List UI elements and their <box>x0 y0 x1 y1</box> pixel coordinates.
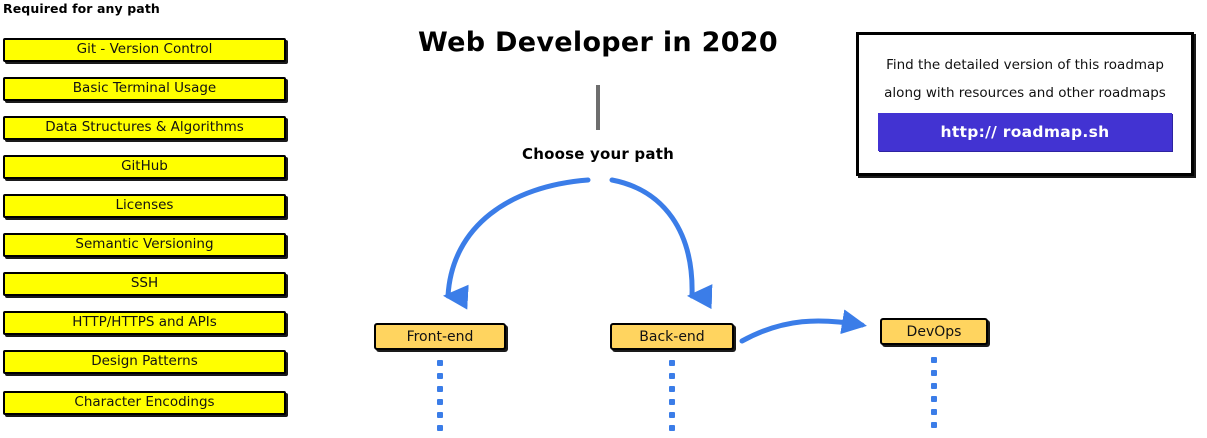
required-item-http-https-and-apis[interactable]: HTTP/HTTPS and APIs <box>3 311 286 335</box>
required-item-character-encodings[interactable]: Character Encodings <box>3 391 286 415</box>
arrow-to-front-end <box>443 177 591 310</box>
roadmap-sh-link-button[interactable]: http:// roadmap.sh <box>878 113 1172 151</box>
required-item-label: Semantic Versioning <box>75 236 214 253</box>
required-item-data-structures-algorithms[interactable]: Data Structures & Algorithms <box>3 116 286 140</box>
devops-continuation-dots <box>931 357 938 435</box>
required-item-basic-terminal-usage[interactable]: Basic Terminal Usage <box>3 77 286 101</box>
required-item-label: Licenses <box>115 197 174 214</box>
back-end-continuation-dots <box>669 360 676 438</box>
required-item-label: GitHub <box>121 158 168 175</box>
required-for-any-path-panel: Required for any path Git - Version Cont… <box>0 0 300 436</box>
required-item-ssh[interactable]: SSH <box>3 272 286 296</box>
required-item-git-version-control[interactable]: Git - Version Control <box>3 38 286 62</box>
path-node-devops[interactable]: DevOps <box>880 318 988 345</box>
front-end-continuation-dots <box>437 360 444 438</box>
required-item-github[interactable]: GitHub <box>3 155 286 179</box>
required-item-label: Data Structures & Algorithms <box>45 119 244 136</box>
required-item-label: Character Encodings <box>74 394 215 411</box>
info-box-line-2: along with resources and other roadmaps <box>884 85 1166 101</box>
roadmap-sh-link-label: http:// roadmap.sh <box>940 123 1110 141</box>
path-node-label: Back-end <box>639 328 705 345</box>
roadmap-info-box: Find the detailed version of this roadma… <box>856 32 1194 176</box>
required-item-label: HTTP/HTTPS and APIs <box>72 314 217 331</box>
page-title: Web Developer in 2020 <box>418 27 778 58</box>
path-node-front-end[interactable]: Front-end <box>374 323 506 350</box>
path-node-label: DevOps <box>906 323 962 340</box>
path-node-back-end[interactable]: Back-end <box>610 323 734 350</box>
title-stem-line <box>596 85 600 130</box>
required-item-label: Design Patterns <box>91 353 198 370</box>
required-item-design-patterns[interactable]: Design Patterns <box>3 350 286 374</box>
required-item-label: Git - Version Control <box>76 41 213 58</box>
required-section-heading: Required for any path <box>3 1 160 16</box>
required-item-licenses[interactable]: Licenses <box>3 194 286 218</box>
required-item-label: Basic Terminal Usage <box>72 80 217 97</box>
choose-your-path-label: Choose your path <box>522 145 674 163</box>
path-node-label: Front-end <box>406 328 474 345</box>
required-item-label: SSH <box>130 275 159 292</box>
arrow-to-back-end <box>609 177 713 310</box>
arrow-back-end-to-devops <box>739 309 867 344</box>
required-item-semantic-versioning[interactable]: Semantic Versioning <box>3 233 286 257</box>
info-box-line-1: Find the detailed version of this roadma… <box>886 57 1164 73</box>
